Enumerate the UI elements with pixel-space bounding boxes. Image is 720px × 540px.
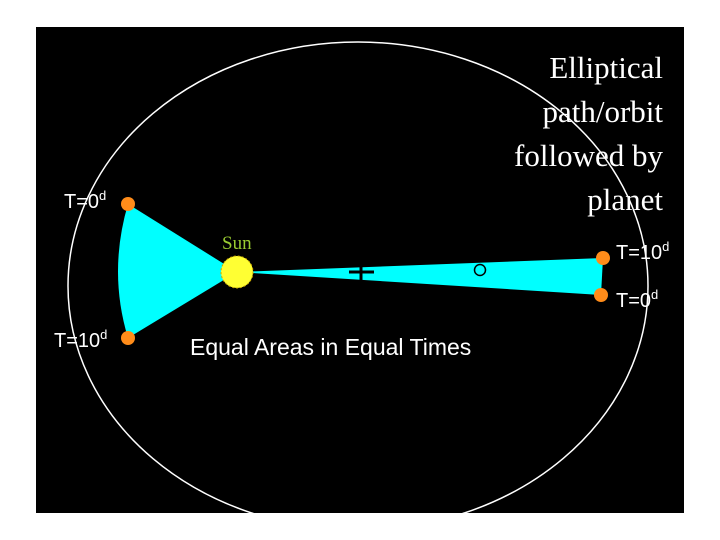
empty-focus — [473, 263, 487, 277]
marker-left-top-base: T=0 — [64, 191, 99, 213]
sun-label: Sun — [222, 233, 252, 254]
planet-dot-right-bottom — [594, 288, 608, 302]
orbit-label-line-1: Elliptical — [549, 50, 663, 85]
planet-dot-left-top — [121, 197, 135, 211]
marker-right-top-base: T=10 — [616, 242, 662, 264]
caption: Equal Areas in Equal Times — [190, 334, 471, 360]
marker-right-bottom: T=0d — [616, 287, 658, 312]
marker-left-top-sup: d — [99, 188, 106, 203]
swept-area-right — [237, 258, 603, 295]
marker-left-bottom-sup: d — [100, 327, 107, 342]
sun-icon — [220, 255, 254, 289]
marker-right-bottom-sup: d — [651, 287, 658, 302]
marker-left-top: T=0d — [64, 188, 106, 213]
orbit-label: Elliptical path/orbit followed by planet — [514, 50, 663, 217]
orbit-diagram: Elliptical path/orbit followed by planet… — [54, 41, 669, 513]
marker-right-bottom-base: T=0 — [616, 290, 651, 312]
orbit-label-line-4: planet — [587, 182, 663, 217]
planet-dot-left-bottom — [121, 331, 135, 345]
marker-right-top: T=10d — [616, 239, 669, 264]
marker-left-bottom: T=10d — [54, 327, 107, 352]
swept-area-left — [118, 204, 237, 338]
diagram-canvas: Elliptical path/orbit followed by planet… — [36, 27, 684, 513]
marker-left-bottom-base: T=10 — [54, 330, 100, 352]
orbit-ellipse — [67, 41, 649, 513]
orbit-label-line-3: followed by — [514, 138, 663, 173]
planet-dot-right-top — [596, 251, 610, 265]
marker-right-top-sup: d — [662, 239, 669, 254]
orbit-label-line-2: path/orbit — [542, 94, 663, 129]
